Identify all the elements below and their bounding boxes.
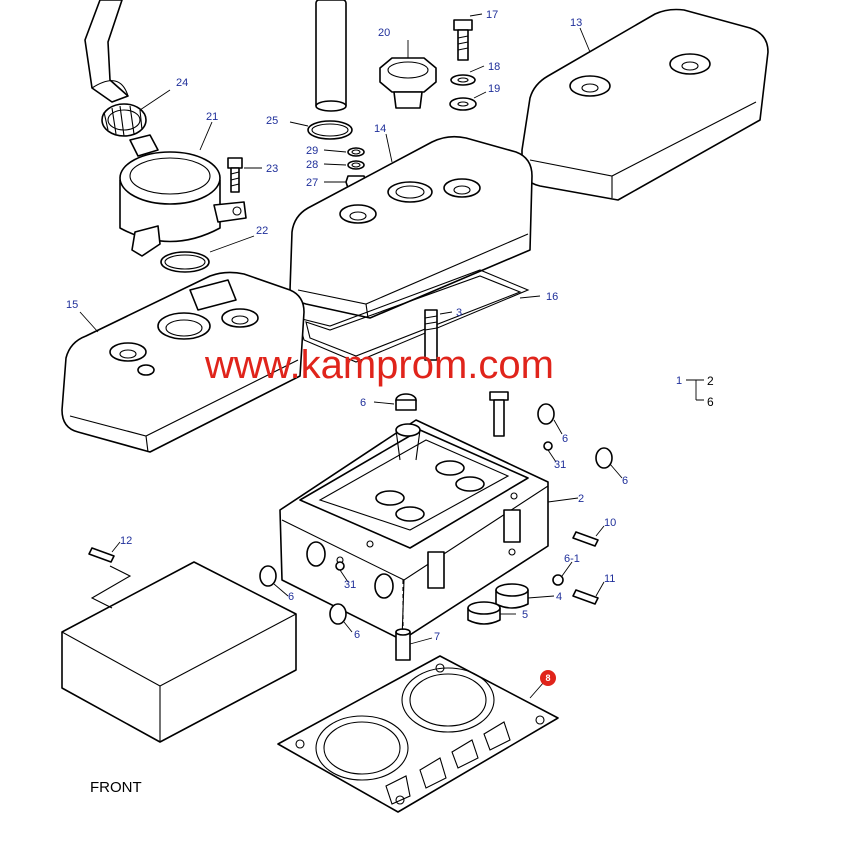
callout-11: 11 xyxy=(604,573,615,585)
callout-29: 29 xyxy=(306,145,318,157)
grommet-19 xyxy=(449,97,477,111)
callout-24: 24 xyxy=(176,77,188,89)
callout-18: 18 xyxy=(488,61,500,73)
plug-6-top xyxy=(395,393,417,411)
callout-22: 22 xyxy=(256,225,268,237)
stud-11 xyxy=(572,589,599,605)
stud-10 xyxy=(572,531,599,547)
callout-4: 4 xyxy=(556,591,562,603)
stud-12 xyxy=(88,547,115,563)
callout-21: 21 xyxy=(206,111,218,123)
stud-3 xyxy=(424,309,438,361)
injector-pocket xyxy=(395,423,421,461)
cup-5 xyxy=(467,601,501,625)
rocker-cover-15 xyxy=(61,271,305,453)
plug-31-right xyxy=(543,441,553,451)
callout-17: 17 xyxy=(486,9,498,21)
legend-item-6: 6 xyxy=(707,395,714,409)
callout-20: 20 xyxy=(378,27,390,39)
front-block xyxy=(61,561,297,743)
plug-6-left2 xyxy=(329,603,347,625)
callout-25: 25 xyxy=(266,115,278,127)
callout-13: 13 xyxy=(570,17,582,29)
bolt-23 xyxy=(227,157,243,193)
o-ring-22 xyxy=(160,251,210,273)
plug-6-right2 xyxy=(595,447,613,469)
callout-14: 14 xyxy=(374,123,386,135)
breather-canister-21 xyxy=(119,134,247,257)
callout-6-left2: 6 xyxy=(354,629,360,641)
front-label: FRONT xyxy=(90,779,142,796)
plug-6-right1 xyxy=(537,403,555,425)
cylinder-head-2 xyxy=(279,419,549,641)
hose-clamp-24 xyxy=(101,103,147,137)
legend-main: 1 xyxy=(676,375,682,387)
badge-8-text: 8 xyxy=(545,673,550,683)
rocker-cover-13 xyxy=(521,8,769,201)
callout-6-left1: 6 xyxy=(288,591,294,603)
o-ring-25 xyxy=(307,120,353,140)
callout-27: 27 xyxy=(306,177,318,189)
bolt-17 xyxy=(453,19,473,61)
callout-10: 10 xyxy=(604,517,616,529)
callout-12: 12 xyxy=(120,535,132,547)
oil-filler-cap-20 xyxy=(379,57,437,109)
callout-31-right: 31 xyxy=(554,459,566,471)
callout-6-top: 6 xyxy=(360,397,366,409)
legend-item-2: 2 xyxy=(707,374,714,388)
callout-6-right1: 6 xyxy=(562,433,568,445)
callout-3: 3 xyxy=(456,307,462,319)
plug-6-left1 xyxy=(259,565,277,587)
watermark-url: www.kamprom.com xyxy=(204,343,554,387)
callout-6-right2: 6 xyxy=(622,475,628,487)
dowel-7 xyxy=(395,580,411,661)
callout-15: 15 xyxy=(66,299,78,311)
head-bolt xyxy=(489,391,509,437)
callout-19: 19 xyxy=(488,83,500,95)
callout-23: 23 xyxy=(266,163,278,175)
callout-7: 7 xyxy=(434,631,440,643)
callout-6-1: 6-1 xyxy=(564,553,580,565)
callout-labels: 17 20 13 18 19 24 21 25 14 29 28 27 23 2… xyxy=(66,9,628,643)
cup-4 xyxy=(495,583,529,609)
callout-16: 16 xyxy=(546,291,558,303)
callout-31-left: 31 xyxy=(344,579,356,591)
breather-hose xyxy=(84,0,129,103)
washer-18 xyxy=(450,74,476,86)
washer-28 xyxy=(347,160,365,170)
plug-31-left xyxy=(335,561,345,571)
pipe-vertical xyxy=(315,0,347,112)
leader-lines xyxy=(79,13,623,699)
highlight-badge-8: 8 xyxy=(540,670,556,686)
plug-6-1 xyxy=(552,574,564,586)
gasket-16 xyxy=(297,269,530,363)
callout-2: 2 xyxy=(578,493,584,505)
callout-28: 28 xyxy=(306,159,318,171)
legend-bracket: 1 2 6 xyxy=(676,374,714,409)
callout-5: 5 xyxy=(522,609,528,621)
washer-29 xyxy=(347,147,365,157)
head-gasket-8 xyxy=(277,655,559,813)
